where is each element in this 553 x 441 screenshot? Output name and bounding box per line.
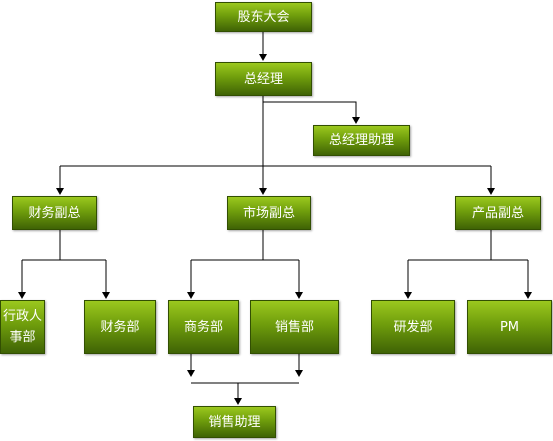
node-product-vp: 产品副总 xyxy=(455,196,541,230)
node-shareholders-meeting: 股东大会 xyxy=(215,2,312,32)
node-label: 销售助理 xyxy=(208,414,261,430)
node-label: 财务副总 xyxy=(28,205,81,221)
node-label: 股东大会 xyxy=(237,9,290,25)
node-rd-dept: 研发部 xyxy=(371,300,455,354)
node-finance-vp: 财务副总 xyxy=(12,196,97,230)
node-market-vp: 市场副总 xyxy=(227,196,311,230)
node-label: 行政人事部 xyxy=(3,309,43,345)
node-label: 总经理助理 xyxy=(328,133,394,148)
node-business-dept: 商务部 xyxy=(168,300,239,354)
node-gm-assistant: 总经理助理 xyxy=(313,125,410,156)
node-general-manager: 总经理 xyxy=(215,62,312,96)
node-label: 市场副总 xyxy=(242,205,295,221)
node-label: PM xyxy=(499,319,520,335)
node-sales-dept: 销售部 xyxy=(250,300,339,354)
node-label: 研发部 xyxy=(393,319,433,335)
node-label: 商务部 xyxy=(183,319,223,335)
node-finance-dept: 财务部 xyxy=(84,300,156,354)
node-label: 总经理 xyxy=(243,71,283,87)
node-label: 销售部 xyxy=(274,319,314,335)
node-label: 产品副总 xyxy=(471,205,524,221)
connector-gm-assistant xyxy=(263,101,360,124)
node-pm: PM xyxy=(467,300,552,354)
node-admin-hr-dept: 行政人事部 xyxy=(0,300,45,354)
node-label: 财务部 xyxy=(100,319,140,335)
node-sales-assistant: 销售助理 xyxy=(193,406,276,438)
